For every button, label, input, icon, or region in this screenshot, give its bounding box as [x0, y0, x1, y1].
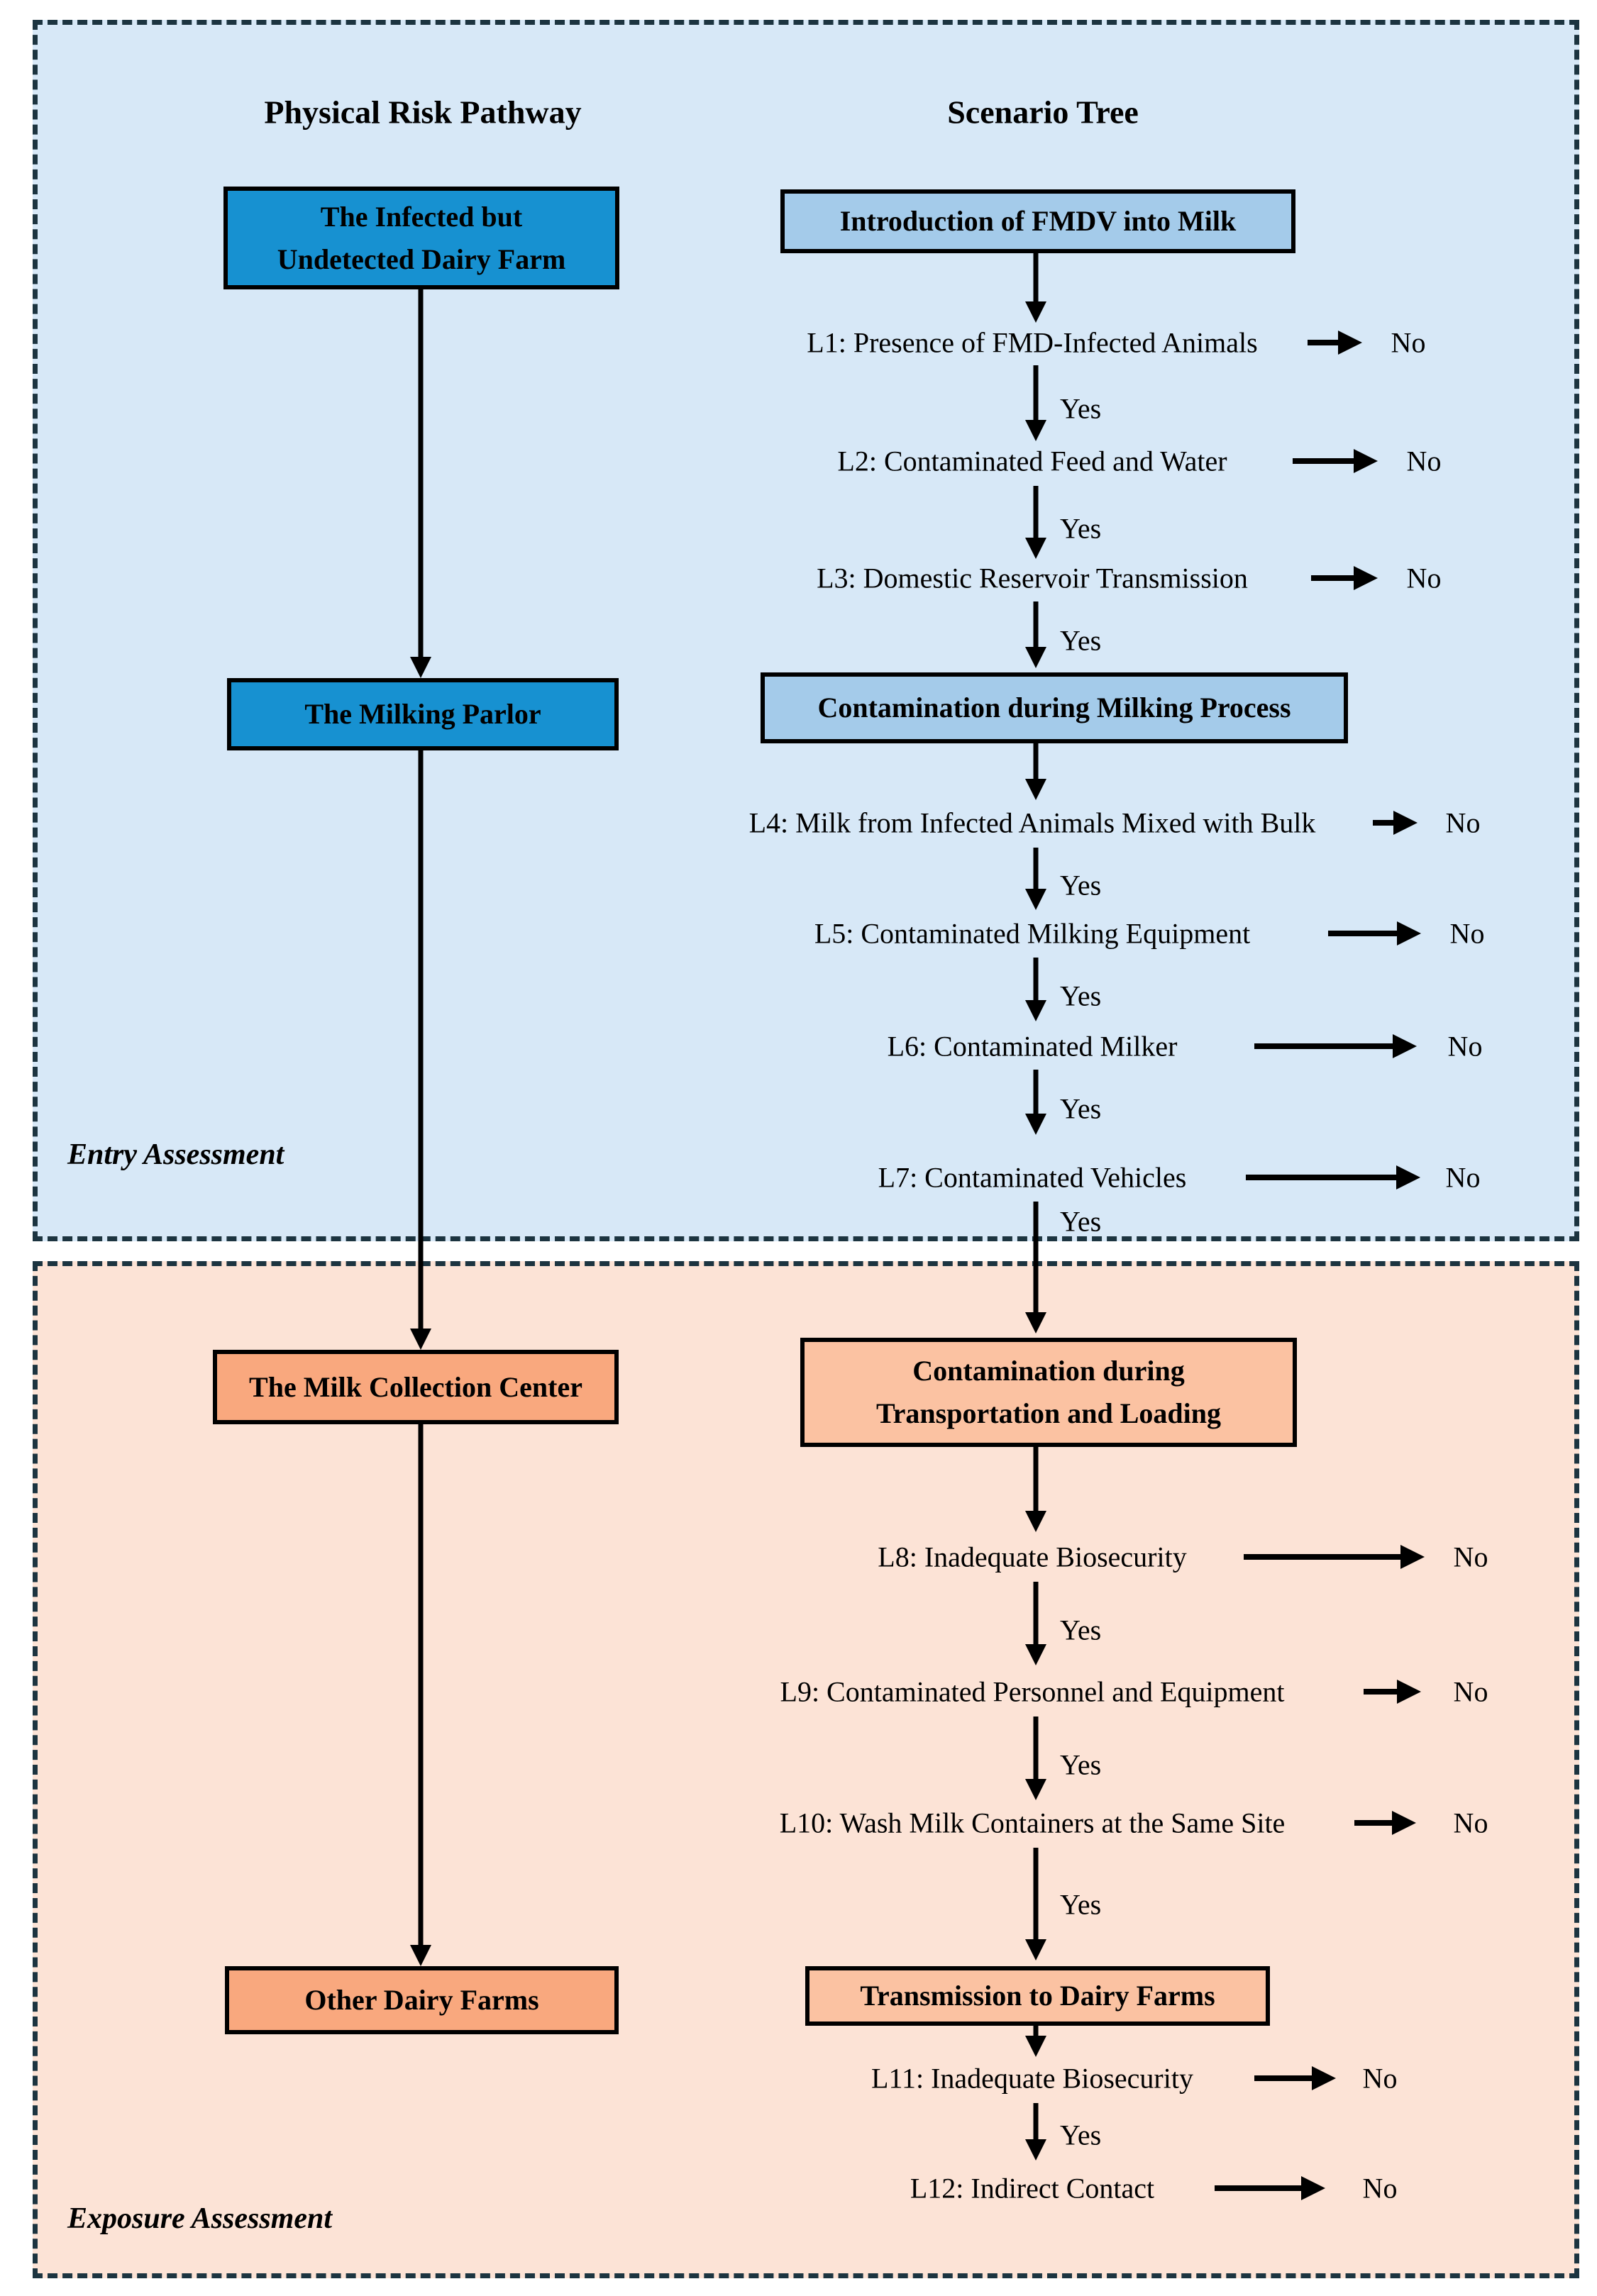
arrowhead-down-icon	[410, 657, 431, 678]
connector-milking-to-l4	[1033, 743, 1039, 780]
yes-label: Yes	[1060, 1748, 1102, 1781]
yes-connector-l5-l6	[1033, 958, 1039, 1002]
node-label: Introduction of FMDV into Milk	[839, 205, 1237, 237]
column-header-physical-risk-pathway: Physical Risk Pathway	[264, 94, 582, 131]
yes-label: Yes	[1060, 392, 1102, 425]
yes-connector-l4-l5	[1033, 848, 1039, 890]
node-introduction-of-fmdv-into-milk: Introduction of FMDV into Milk	[780, 189, 1295, 253]
connector-transmission-to-l11	[1033, 2026, 1039, 2037]
connector-line-parlor-to-collection	[418, 750, 424, 1330]
yes-connector-l10-transmission	[1033, 1848, 1039, 1941]
yes-connector-l6-l7	[1033, 1070, 1039, 1115]
yes-label: Yes	[1060, 512, 1102, 545]
yes-connector-l11-l12	[1033, 2103, 1039, 2141]
arrowhead-down-icon	[1025, 1000, 1046, 1021]
node-infected-undetected-dairy-farm: The Infected but Undetected Dairy Farm	[223, 187, 619, 289]
node-label: Contamination during Milking Process	[817, 692, 1291, 723]
yes-label: Yes	[1060, 980, 1102, 1012]
arrowhead-down-icon	[1025, 301, 1046, 323]
arrowhead-down-icon	[410, 1945, 431, 1966]
arrowhead-down-icon	[1025, 1779, 1046, 1800]
entry-assessment-label: Entry Assessment	[67, 1138, 284, 1171]
yes-label: Yes	[1060, 1888, 1102, 1921]
node-other-dairy-farms: Other Dairy Farms	[225, 1966, 619, 2034]
connector-transport-to-l8	[1033, 1447, 1039, 1512]
node-transmission-to-dairy-farms: Transmission to Dairy Farms	[805, 1966, 1270, 2026]
arrowhead-down-icon	[1025, 647, 1046, 668]
yes-connector-l1-l2	[1033, 365, 1039, 421]
node-label: Other Dairy Farms	[304, 1984, 539, 2016]
yes-connector-l8-l9	[1033, 1582, 1039, 1646]
connector-line-collection-to-farms	[418, 1424, 424, 1946]
node-label: Transmission to Dairy Farms	[860, 1980, 1215, 2012]
yes-connector-l2-l3	[1033, 486, 1039, 539]
connector-intro-to-l1	[1033, 253, 1039, 303]
node-label: The Milking Parlor	[304, 698, 541, 730]
yes-label: Yes	[1060, 624, 1102, 657]
node-label: The Infected but Undetected Dairy Farm	[277, 200, 566, 275]
column-header-scenario-tree: Scenario Tree	[947, 94, 1139, 131]
node-contamination-during-milking-process: Contamination during Milking Process	[761, 672, 1348, 743]
yes-label: Yes	[1060, 1614, 1102, 1646]
arrowhead-down-icon	[1025, 2139, 1046, 2161]
node-milking-parlor: The Milking Parlor	[227, 678, 619, 750]
arrowhead-down-icon	[1025, 1114, 1046, 1135]
yes-connector-l7-transport	[1033, 1202, 1039, 1314]
arrowhead-down-icon	[410, 1329, 431, 1350]
arrowhead-down-icon	[1025, 779, 1046, 800]
node-label: Contamination during Transportation and …	[875, 1355, 1222, 1429]
exposure-assessment-label: Exposure Assessment	[67, 2202, 333, 2235]
arrowhead-down-icon	[1025, 1939, 1046, 1961]
arrowhead-down-icon	[1025, 538, 1046, 559]
arrowhead-down-icon	[1025, 420, 1046, 441]
connector-line-farm-to-parlor	[418, 289, 424, 658]
yes-label: Yes	[1060, 1092, 1102, 1125]
arrowhead-down-icon	[1025, 1644, 1046, 1665]
arrowhead-down-icon	[1025, 889, 1046, 910]
yes-connector-l3-milking	[1033, 601, 1039, 648]
yes-label: Yes	[1060, 1205, 1102, 1238]
node-label: The Milk Collection Center	[249, 1370, 582, 1403]
yes-label: Yes	[1060, 869, 1102, 902]
arrowhead-down-icon	[1025, 1511, 1046, 1532]
node-milk-collection-center: The Milk Collection Center	[213, 1350, 619, 1424]
arrowhead-down-icon	[1025, 2036, 1046, 2057]
yes-label: Yes	[1060, 2119, 1102, 2151]
yes-connector-l9-l10	[1033, 1717, 1039, 1780]
arrowhead-down-icon	[1025, 1312, 1046, 1333]
node-contamination-during-transportation-loading: Contamination during Transportation and …	[800, 1338, 1297, 1447]
